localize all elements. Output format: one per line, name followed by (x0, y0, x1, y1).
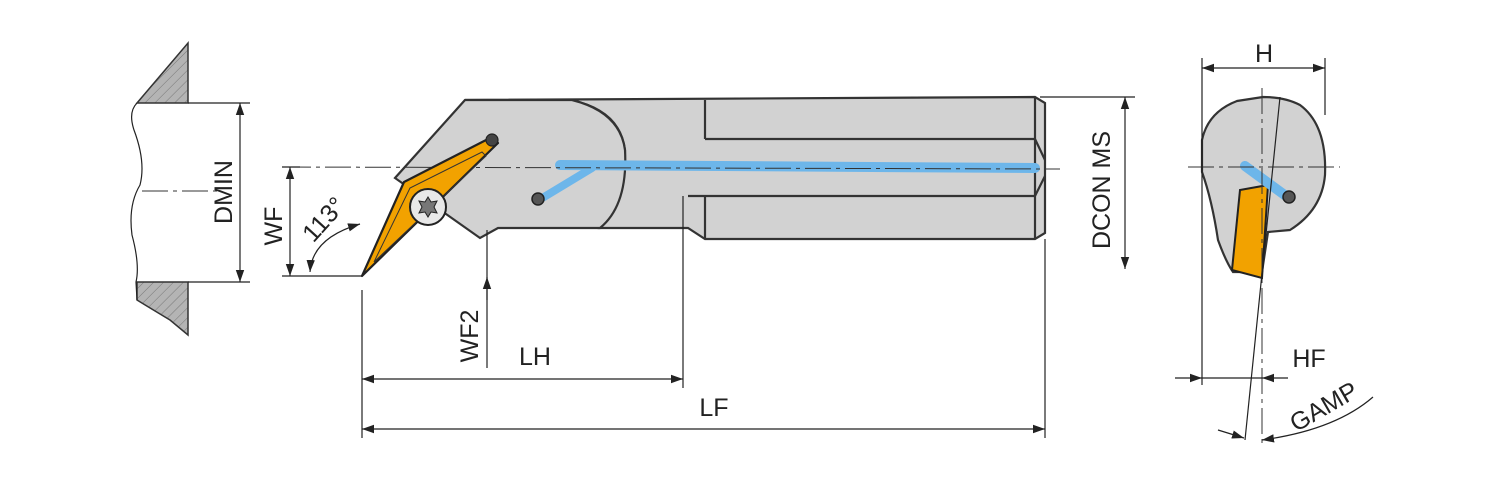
insert-inner-edge (373, 151, 487, 263)
bar-center-line (284, 166, 1061, 170)
gamp-label: GAMP (1285, 377, 1363, 438)
lh-label: LH (519, 343, 551, 371)
workpiece-break-line (130, 102, 143, 301)
coolant-outlet-hole (531, 192, 545, 206)
wf2-label: WF2 (456, 310, 484, 363)
angle-arc (306, 223, 361, 273)
lf-label: LF (699, 394, 728, 422)
workpiece-section: DMIN (130, 40, 250, 337)
torx-icon (418, 196, 438, 218)
dmin-label: DMIN (210, 160, 238, 224)
dcon-ms-label: DCON MS (1088, 131, 1116, 249)
h-label: H (1255, 40, 1273, 68)
gamp-arc (1261, 396, 1374, 443)
end-view-coolant-hole (1282, 190, 1296, 204)
angle-label: 113° (297, 192, 351, 248)
boring-bar-side-view: WF 113° WF2 LH LF DCON MS (260, 95, 1135, 438)
hf-label: HF (1292, 345, 1325, 373)
coolant-channel (540, 160, 1040, 201)
bar-head (393, 98, 627, 240)
gamp-leader (1217, 429, 1245, 439)
wf-label: WF (260, 207, 288, 246)
workpiece-hatch-bottom (136, 281, 189, 337)
boring-bar-end-view: H HF GAMP (1175, 40, 1374, 445)
workpiece-hatch-top (135, 40, 189, 104)
